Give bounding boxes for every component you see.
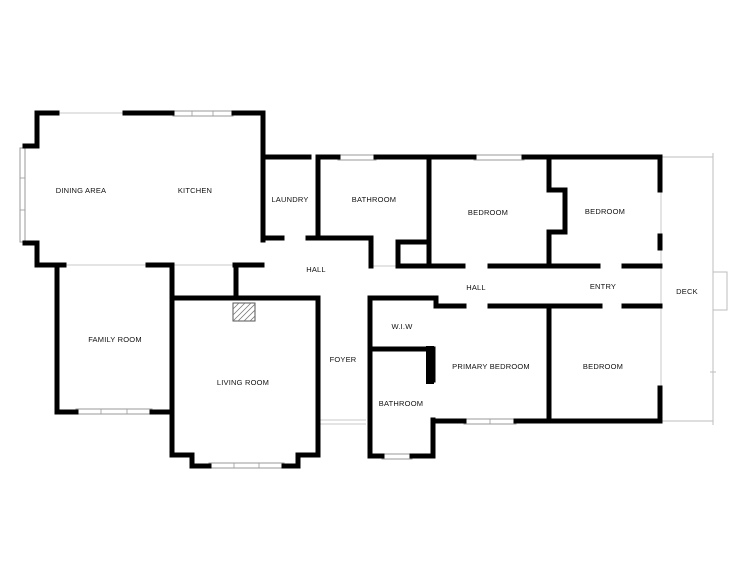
window-bedroom-top (473, 154, 525, 161)
window-bathroom-top (337, 154, 377, 161)
label-bedroom-top-mid: BEDROOM (468, 208, 508, 217)
deck-outline (660, 153, 728, 425)
label-entry: ENTRY (590, 282, 616, 291)
label-primary-bedroom: PRIMARY BEDROOM (452, 362, 530, 371)
window-bathroom-bottom (381, 453, 413, 460)
window-family-bottom (75, 408, 153, 415)
window-primary-bottom (463, 418, 517, 425)
label-bathroom-bottom: BATHROOM (379, 399, 423, 408)
walls (22, 110, 663, 469)
label-dining-area: DINING AREA (56, 186, 107, 195)
window-dining-left (19, 147, 26, 243)
label-laundry: LAUNDRY (271, 195, 308, 204)
label-hall-left: HALL (306, 265, 326, 274)
label-bedroom-top-right: BEDROOM (585, 207, 625, 216)
label-wiw: W.I.W (392, 322, 414, 331)
label-living-room: LIVING ROOM (217, 378, 269, 387)
label-bedroom-bottom-right: BEDROOM (583, 362, 623, 371)
label-family-room: FAMILY ROOM (88, 335, 142, 344)
label-foyer: FOYER (330, 355, 357, 364)
label-kitchen: KITCHEN (178, 186, 212, 195)
label-hall-right: HALL (466, 283, 486, 292)
windows (19, 110, 525, 469)
window-kitchen-top (172, 110, 234, 117)
fireplace (232, 302, 256, 322)
label-deck: DECK (676, 287, 698, 296)
window-living-bottom (208, 462, 285, 469)
room-labels: DINING AREA KITCHEN LAUNDRY BATHROOM BED… (56, 186, 698, 408)
label-bathroom-top: BATHROOM (352, 195, 396, 204)
